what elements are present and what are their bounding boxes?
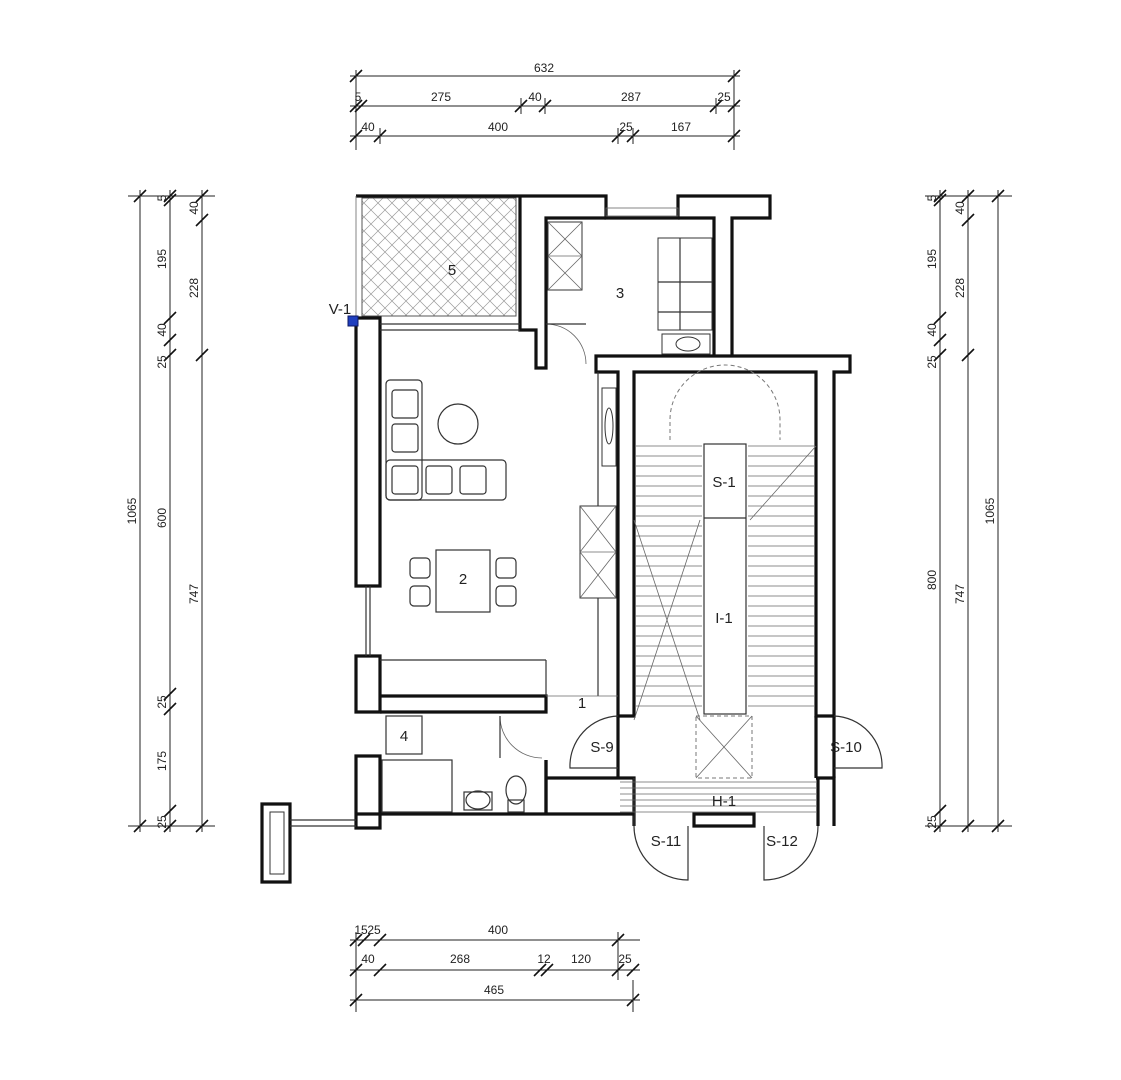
top-dimension-chains: 632 5 275 40 287 25 40 400 25 167 <box>349 61 741 150</box>
dim-right-c3-3: 747 <box>953 584 967 604</box>
dim-right-c2-2: 195 <box>925 249 939 269</box>
s10-label: S-10 <box>830 739 862 756</box>
dim-bottom-r2-2: 268 <box>450 952 470 966</box>
s12-label: S-12 <box>766 833 798 850</box>
dim-left-total: 1065 <box>125 497 139 524</box>
room-5-label: 5 <box>448 262 456 279</box>
dim-left-c3-1: 40 <box>187 201 201 215</box>
s11-label: S-11 <box>651 833 682 850</box>
dim-bottom-r2-1: 40 <box>361 952 375 966</box>
h1-label: H-1 <box>712 793 736 810</box>
v1-marker: V-1 <box>329 301 359 327</box>
left-dimension-chains: 1065 5 195 40 25 600 25 175 25 40 228 74… <box>125 189 215 833</box>
dim-right-c2-3: 40 <box>925 323 939 337</box>
dim-bottom-total: 465 <box>484 983 504 997</box>
dim-left-c2-7: 175 <box>155 751 169 771</box>
bottom-dimension-chains: 15 25 400 40 268 12 120 25 465 <box>349 923 640 1012</box>
dim-top-r2-3: 40 <box>528 90 542 104</box>
room-2-label: 2 <box>459 571 467 588</box>
dim-right-total: 1065 <box>983 497 997 524</box>
dim-bottom-r2-3: 12 <box>537 952 551 966</box>
dim-right-c2-4: 25 <box>925 355 939 369</box>
dim-left-c2-1: 5 <box>155 194 169 201</box>
landing: H-1 S-9 S-10 S-11 S-12 <box>569 715 883 881</box>
dim-bottom-r2-4: 120 <box>571 952 591 966</box>
walls <box>260 194 852 884</box>
stair-treads-left <box>636 445 702 707</box>
dim-left-c2-4: 25 <box>155 355 169 369</box>
s9-label: S-9 <box>590 739 613 756</box>
dim-left-c2-6: 25 <box>155 695 169 709</box>
right-dimension-chains: 5 195 40 25 800 25 40 228 747 1065 <box>925 189 1012 833</box>
dim-top-r3-3: 25 <box>619 120 633 134</box>
dim-top-r2-1: 5 <box>355 90 362 104</box>
room-1-label: 1 <box>578 695 586 712</box>
bathroom-area: 4 <box>381 715 543 813</box>
dim-left-c3-3: 747 <box>187 584 201 604</box>
dim-right-c3-1: 40 <box>953 201 967 215</box>
staircase: S-1 I-1 <box>633 364 817 721</box>
dim-right-c2-5: 800 <box>925 570 939 590</box>
i1-label: I-1 <box>715 610 733 627</box>
dim-left-c2-2: 195 <box>155 249 169 269</box>
stair-treads-right <box>748 445 814 707</box>
dim-left-c3-2: 228 <box>187 278 201 298</box>
dim-right-c2-1: 5 <box>925 194 939 201</box>
living-room-furniture: 2 <box>385 379 517 613</box>
v1-label: V-1 <box>329 301 352 318</box>
room-3-fixtures: 3 <box>545 221 713 365</box>
dim-top-r2-2: 275 <box>431 90 451 104</box>
hall-area: 1 <box>546 695 618 712</box>
terrace-area: 5 <box>355 194 520 318</box>
dim-left-c2-8: 25 <box>155 815 169 829</box>
dim-right-c2-6: 25 <box>925 815 939 829</box>
dim-top-r3-4: 167 <box>671 120 691 134</box>
dim-left-c2-3: 40 <box>155 323 169 337</box>
landing-treads <box>620 781 816 813</box>
dim-bottom-r1-1: 15 <box>354 923 368 937</box>
room-4-label: 4 <box>400 728 408 745</box>
dim-left-c2-5: 600 <box>155 508 169 528</box>
s1-label: S-1 <box>712 474 735 491</box>
dim-bottom-r2-5: 25 <box>618 952 632 966</box>
dim-top-r2-4: 287 <box>621 90 641 104</box>
dim-right-c3-2: 228 <box>953 278 967 298</box>
dim-top-r2-5: 25 <box>717 90 731 104</box>
room-3-label: 3 <box>616 285 624 302</box>
dim-top-r3-2: 400 <box>488 120 508 134</box>
dim-top-total: 632 <box>534 61 554 75</box>
dim-bottom-r1-3: 400 <box>488 923 508 937</box>
dim-bottom-r1-2: 25 <box>367 923 381 937</box>
dim-top-r3-1: 40 <box>361 120 375 134</box>
